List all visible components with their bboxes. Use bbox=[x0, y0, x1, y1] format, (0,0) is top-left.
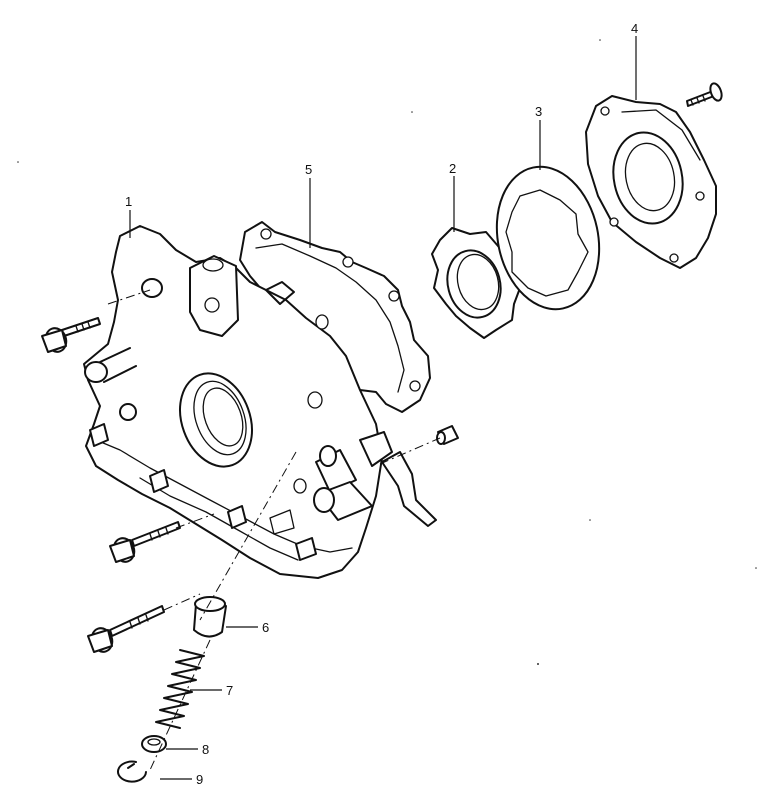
pump-cover bbox=[585, 95, 717, 269]
callout-labels: 1 2 3 4 5 6 7 8 9 bbox=[125, 21, 638, 787]
relief-valve-spring bbox=[155, 649, 205, 729]
assembly-centerlines bbox=[107, 289, 441, 771]
callout-leaders bbox=[129, 36, 637, 780]
callout-4: 4 bbox=[631, 21, 638, 36]
callout-3: 3 bbox=[535, 104, 542, 119]
relief-valve-plunger bbox=[193, 596, 227, 638]
callout-8: 8 bbox=[202, 742, 209, 757]
callout-7: 7 bbox=[226, 683, 233, 698]
scan-specks bbox=[17, 39, 757, 665]
drive-rotor bbox=[431, 227, 521, 339]
callout-9: 9 bbox=[196, 772, 203, 787]
spring-retainer bbox=[141, 735, 167, 753]
strainer-bracket bbox=[381, 451, 437, 527]
callout-6: 6 bbox=[262, 620, 269, 635]
callout-2: 2 bbox=[449, 161, 456, 176]
dowel-pin bbox=[436, 425, 459, 445]
driven-rotor bbox=[495, 165, 601, 311]
snap-ring bbox=[117, 760, 147, 783]
housing-bolt-middle bbox=[109, 521, 181, 563]
housing-bolt-upper bbox=[41, 317, 101, 353]
cover-screw bbox=[686, 82, 723, 107]
pump-gasket bbox=[239, 221, 431, 413]
housing-bolt-lower bbox=[87, 605, 165, 653]
callout-1: 1 bbox=[125, 194, 132, 209]
pump-housing bbox=[83, 225, 393, 579]
callout-5: 5 bbox=[305, 162, 312, 177]
